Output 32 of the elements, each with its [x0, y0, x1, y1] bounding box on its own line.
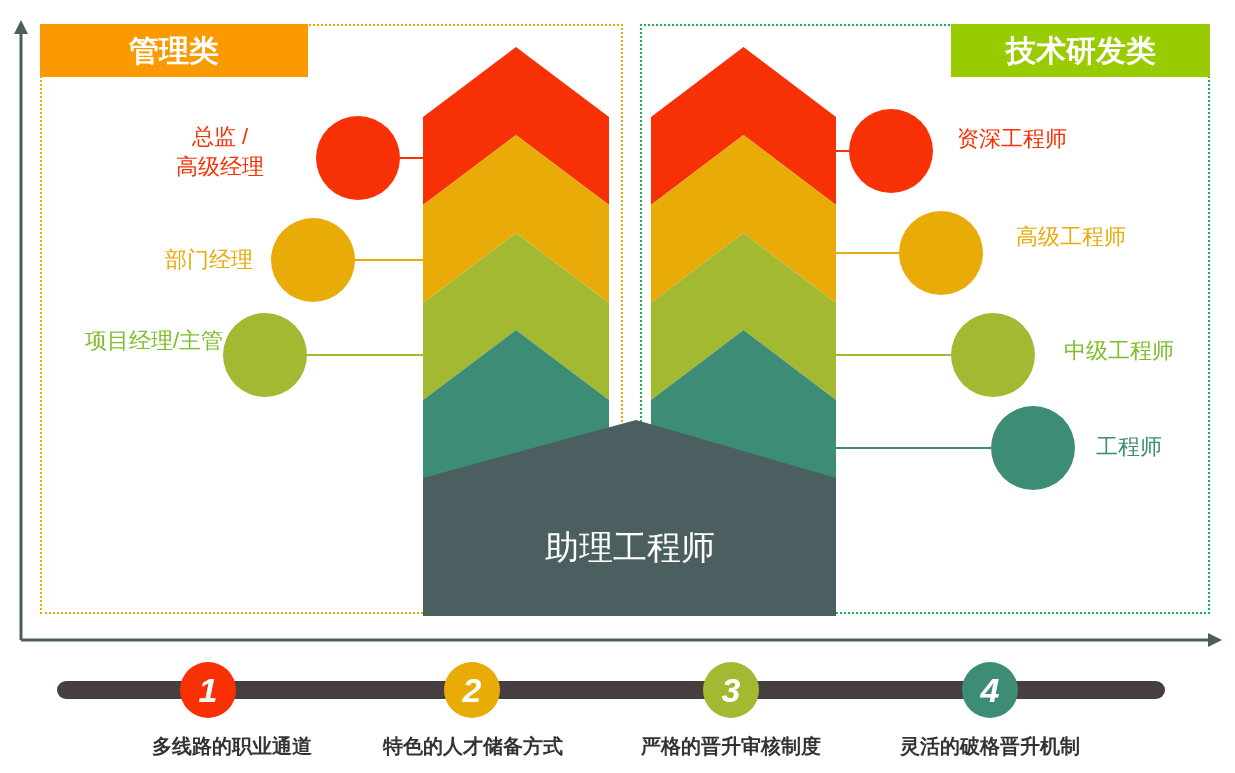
- leader-line: [835, 447, 992, 449]
- leader-line: [399, 157, 424, 159]
- number-circle: 3: [703, 662, 759, 718]
- step-caption: 严格的晋升审核制度: [640, 734, 822, 759]
- category-header: 技术研发类: [951, 24, 1210, 77]
- level-label: 项目经理/主管: [83, 327, 223, 355]
- base-label: 助理工程师: [544, 527, 716, 568]
- chevron-band: [651, 135, 836, 303]
- level-label: 中级工程师: [1064, 337, 1175, 365]
- number-circle: 2: [444, 662, 500, 718]
- chevron-band: [423, 233, 609, 400]
- leader-line: [835, 354, 952, 356]
- leader-line: [306, 354, 424, 356]
- chevron-band: [651, 233, 836, 400]
- leader-line: [354, 259, 424, 261]
- number-circle: 4: [962, 662, 1018, 718]
- number-circle: 1: [180, 662, 236, 718]
- leader-line: [835, 150, 850, 152]
- chevron-band: [651, 47, 836, 205]
- leader-line: [835, 252, 900, 254]
- level-label: 工程师: [1096, 433, 1163, 461]
- level-label: 部门经理: [164, 246, 253, 274]
- chevron-band: [423, 135, 609, 303]
- chevron-band: [423, 47, 609, 205]
- level-label: 总监 / 高级经理: [175, 123, 265, 181]
- step-caption: 灵活的破格晋升机制: [898, 734, 1081, 759]
- category-header: 管理类: [40, 24, 308, 77]
- level-label: 资深工程师: [957, 125, 1068, 153]
- step-caption: 特色的人才储备方式: [381, 734, 564, 759]
- step-caption: 多线路的职业通道: [151, 734, 313, 759]
- base-block: [423, 420, 836, 616]
- level-label: 高级工程师: [1016, 223, 1127, 251]
